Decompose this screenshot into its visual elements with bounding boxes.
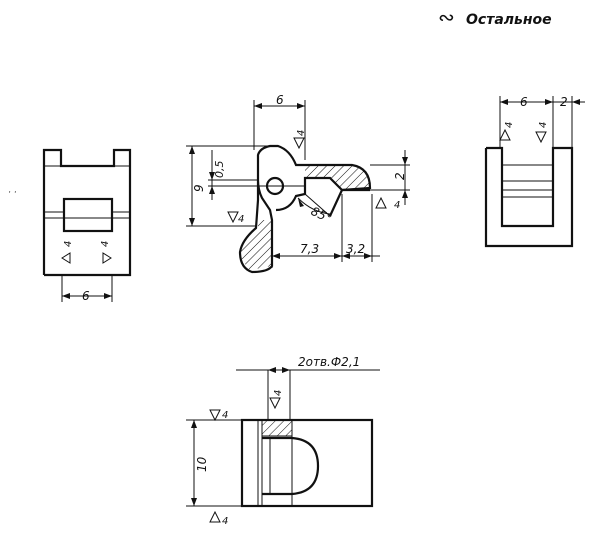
dim-label: 2	[393, 172, 407, 180]
dim-label: 6	[276, 93, 284, 107]
right-view: 6 2 4 4	[484, 95, 585, 248]
roughness-value: 4	[538, 122, 549, 128]
dimension-small-section: 0,5	[208, 150, 258, 200]
dimension-right-section: 2	[370, 150, 410, 205]
dimension-height-bottom: 10	[186, 419, 242, 507]
roughness-symbol-right-1: 4	[499, 122, 515, 141]
dim-label: 10	[195, 456, 209, 472]
surface-note-text: Остальное	[466, 12, 552, 28]
dimension-height-section: 9	[186, 145, 270, 227]
roughness-value: 4	[238, 214, 244, 225]
dimension-bottom-section: 7,3 3,2	[271, 194, 380, 268]
bottom-hatch	[261, 419, 293, 437]
dim-label: 6	[82, 289, 90, 303]
angle-label: 85°	[309, 204, 334, 226]
roughness-value: 4	[63, 241, 74, 247]
section-hatch-upper	[305, 165, 370, 190]
dim-label: 0,5	[213, 161, 226, 179]
roughness-symbol-bottom-bottom: 4	[209, 510, 228, 527]
bottom-view: 2отв.Ф2,1 4 10 4 4	[186, 355, 380, 527]
holes-note: 2отв.Ф2,1	[236, 355, 380, 420]
roughness-symbol-bottom-top: 4	[209, 409, 228, 422]
roughness-value: 4	[394, 200, 400, 211]
roughness-symbol-bottom-slot: 4	[269, 390, 284, 410]
dim-label: 6	[520, 95, 528, 109]
section-view: 85° 6 4 9	[186, 93, 410, 274]
dim-label: 2	[560, 95, 568, 109]
dimension-width-right: 6	[499, 95, 554, 148]
roughness-value: 4	[296, 130, 307, 136]
dim-label: 9	[192, 184, 206, 192]
wave-symbol: ∾	[438, 5, 455, 29]
section-hatch-lower	[240, 220, 272, 270]
roughness-value: 4	[222, 410, 228, 421]
surface-finish-note: ∾ Остальное	[438, 5, 552, 29]
dimension-width-left: 6	[61, 276, 113, 303]
roughness-value: 4	[222, 516, 228, 527]
roughness-symbol-section-top: 4	[293, 130, 307, 150]
roughness-value: 4	[273, 390, 284, 396]
left-view: 4 4 6 · ·	[8, 148, 132, 303]
roughness-value: 4	[504, 122, 515, 128]
dimension-offset-right: 2	[553, 95, 585, 148]
svg-text:· ·: · ·	[8, 188, 17, 198]
roughness-symbol-section-right: 4	[375, 196, 400, 211]
roughness-symbol-left-2: 4	[100, 241, 112, 264]
dim-label: 7,3	[300, 242, 319, 256]
roughness-symbol-section-left: 4	[227, 211, 244, 225]
roughness-value: 4	[100, 241, 111, 247]
roughness-symbol-right-2: 4	[535, 122, 549, 144]
dim-label: 3,2	[346, 242, 365, 256]
dimension-top-section: 6	[253, 93, 306, 160]
roughness-symbol-left-1: 4	[61, 241, 74, 264]
holes-note-text: 2отв.Ф2,1	[298, 355, 360, 369]
